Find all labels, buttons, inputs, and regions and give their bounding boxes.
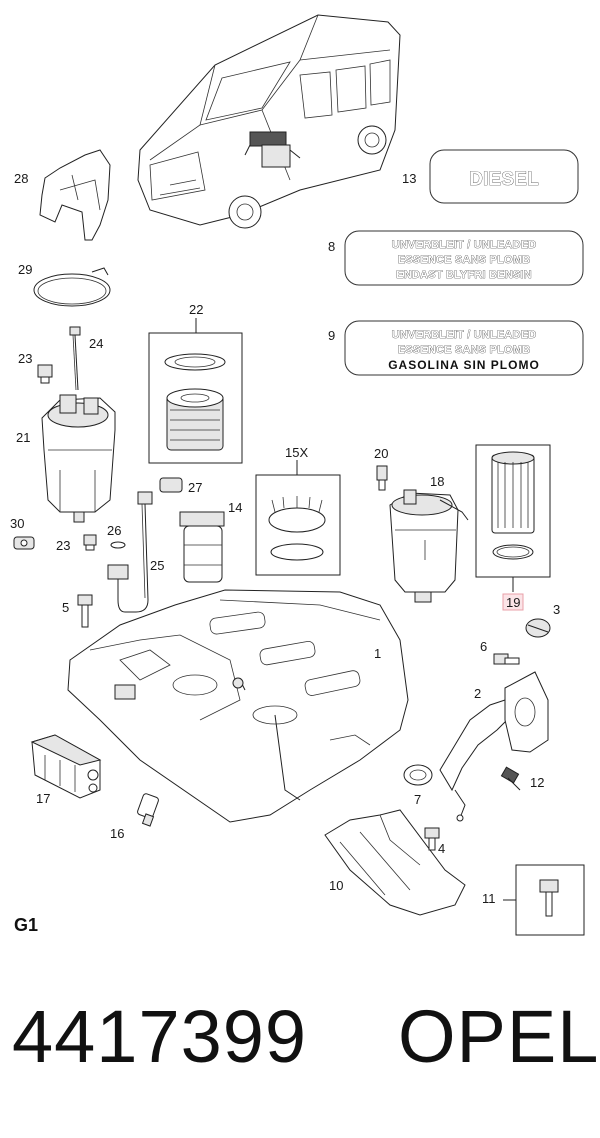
label-9-line-2: ESSENCE SANS PLOMB	[398, 344, 531, 356]
diesel-label-text: DIESEL	[469, 169, 539, 190]
callout-24: 24	[89, 336, 103, 351]
label-8-line-2: ESSENCE SANS PLOMB	[398, 254, 531, 266]
callout-3: 3	[553, 602, 560, 617]
callout-14: 14	[228, 500, 242, 515]
callout-12: 12	[530, 775, 544, 790]
label-9-line-3: GASOLINA SIN PLOMO	[388, 358, 540, 372]
part-number: 4417399	[12, 995, 308, 1078]
callout-13: 13	[402, 171, 416, 186]
callout-18: 18	[430, 474, 444, 489]
part-16-valve	[137, 793, 159, 827]
label-8-line-1: UNVERBLEIT / UNLEADED	[392, 239, 537, 251]
callout-10: 10	[329, 878, 343, 893]
label-8-line-3: ENDAST BLYFRI BENSIN	[396, 269, 532, 281]
part-30-clip	[13, 536, 35, 550]
part-20-sensor	[376, 465, 388, 491]
part-15x-ring-kit-box	[255, 460, 341, 576]
callout-23a: 23	[18, 351, 32, 366]
part-1-fuel-tank	[67, 589, 409, 823]
part-17-canister	[30, 734, 102, 799]
callout-30: 30	[10, 516, 24, 531]
part-4-bolt	[424, 827, 440, 851]
callout-15x: 15X	[285, 445, 308, 460]
part-21-filter-housing	[41, 394, 116, 523]
part-6-bolt	[493, 653, 520, 665]
part-14-pump	[179, 511, 225, 583]
part-12-screw	[500, 766, 521, 791]
callout-25: 25	[150, 558, 164, 573]
callout-28: 28	[14, 171, 28, 186]
brand-name: OPEL	[398, 995, 600, 1078]
part-19-highlight	[502, 593, 524, 611]
callout-21: 21	[16, 430, 30, 445]
callout-6: 6	[480, 639, 487, 654]
callout-9: 9	[328, 328, 335, 343]
part-11-bolt-box	[503, 864, 585, 936]
part-23-fitting-lower	[83, 534, 97, 551]
callout-27: 27	[188, 480, 202, 495]
callout-7: 7	[414, 792, 421, 807]
label-9-line-1: UNVERBLEIT / UNLEADED	[392, 329, 537, 341]
part-2-filler-neck	[439, 671, 549, 822]
label-8-unleaded: UNVERBLEIT / UNLEADED ESSENCE SANS PLOMB…	[344, 230, 584, 286]
part-3-cap	[525, 618, 551, 638]
part-7-clamp	[403, 764, 433, 786]
callout-8: 8	[328, 239, 335, 254]
callout-20: 20	[374, 446, 388, 461]
callout-29: 29	[18, 262, 32, 277]
callout-11: 11	[482, 891, 496, 906]
callout-22: 22	[189, 302, 203, 317]
callout-4: 4	[438, 841, 445, 856]
part-28-bracket	[39, 149, 111, 241]
part-24-bolt	[69, 326, 81, 391]
part-23-fitting	[37, 364, 53, 384]
van-illustration	[137, 14, 401, 229]
callout-2: 2	[474, 686, 481, 701]
label-9-unleaded: UNVERBLEIT / UNLEADED ESSENCE SANS PLOMB…	[344, 320, 584, 376]
part-18-filter-housing	[389, 489, 469, 603]
part-29-clamp	[33, 267, 111, 307]
part-19-filter-element-box	[475, 444, 551, 592]
part-22-filter-kit-box	[148, 318, 243, 464]
callout-26: 26	[107, 523, 121, 538]
part-10-heat-shield	[324, 809, 466, 916]
callout-1: 1	[374, 646, 381, 661]
callout-16: 16	[110, 826, 124, 841]
callout-19: 19	[506, 595, 520, 610]
part-26-ring	[110, 541, 126, 549]
label-13-diesel: DIESEL	[429, 149, 579, 204]
part-5-bolt	[77, 594, 93, 628]
callout-5: 5	[62, 600, 69, 615]
callout-17: 17	[36, 791, 50, 806]
callout-23b: 23	[56, 538, 70, 553]
part-25-line	[107, 491, 153, 613]
part-27-connector	[159, 477, 183, 493]
section-code: G1	[14, 915, 39, 935]
